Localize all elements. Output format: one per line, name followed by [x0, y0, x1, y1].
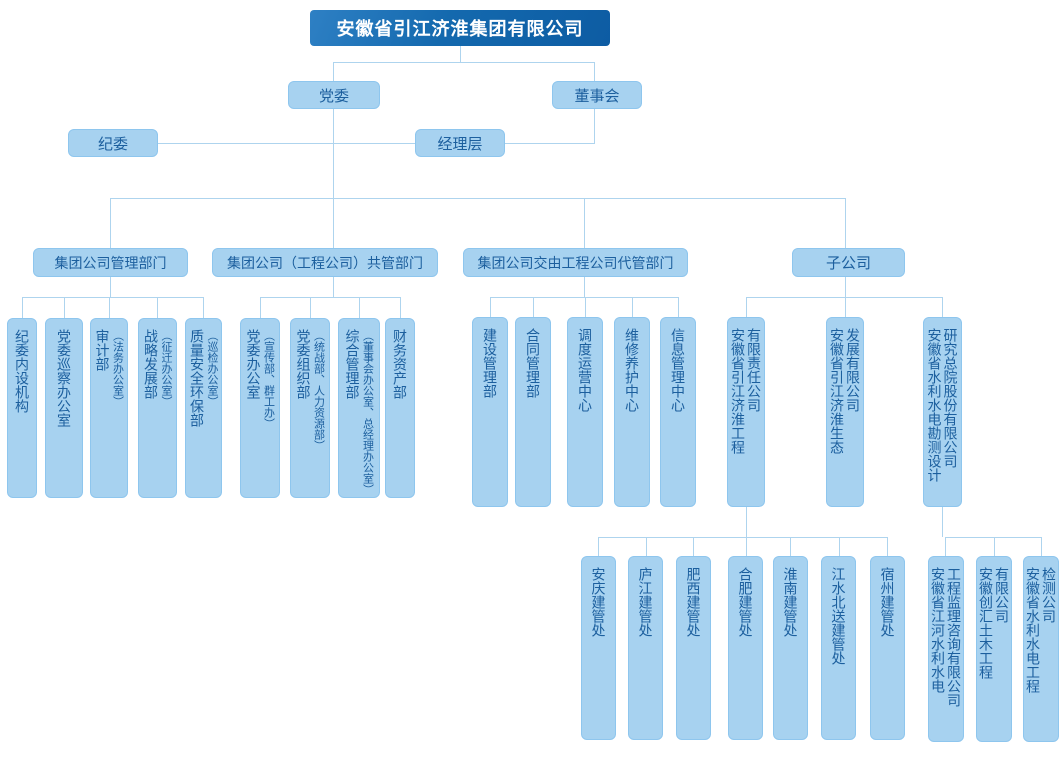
connector-line [22, 297, 204, 298]
org-node-sub-subsidiary: 安徽省江河水利水电 工程监理咨询有限公司 [928, 556, 964, 742]
connector-line [333, 108, 334, 248]
connector-line [942, 297, 943, 317]
connector-line [887, 537, 888, 556]
org-node: 合同管理部 [515, 317, 551, 507]
node-label: 子公司 [825, 255, 871, 272]
connector-line [490, 297, 679, 298]
root-title: 安徽省引江济淮集团有限公司 [336, 19, 584, 39]
connector-line [693, 537, 694, 556]
org-node-office: 江水北送建管处 [821, 556, 856, 740]
org-node-office: 肥西建管处 [676, 556, 711, 740]
connector-line [22, 297, 23, 318]
node-label: 集团公司（工程公司）共管部门 [227, 254, 423, 271]
connector-line [400, 297, 401, 318]
connector-line [746, 507, 747, 537]
connector-line [310, 297, 311, 318]
connector-line [110, 277, 111, 297]
org-node-subsidiary: 安徽省水利水电勘测设计 研究总院股份有限公司 [923, 317, 962, 507]
node-label: 党委 [318, 87, 349, 105]
node-management-layer: 经理层 [415, 129, 505, 157]
connector-line [746, 297, 943, 298]
org-node: 党委组织部 （统战部、人力资源部） [290, 318, 330, 498]
connector-line [845, 277, 846, 297]
connector-line [646, 537, 647, 556]
org-node: 建设管理部 [472, 317, 508, 507]
connector-line [790, 537, 791, 556]
node-party-committee: 党委 [288, 81, 380, 109]
node-label: 董事会 [574, 87, 620, 105]
connector-line [490, 297, 491, 317]
connector-line [460, 45, 461, 62]
connector-line [845, 198, 846, 248]
connector-line [64, 297, 65, 318]
node-group-joint-depts: 集团公司（工程公司）共管部门 [212, 248, 438, 277]
org-node-sub-subsidiary: 安徽创汇土木工程 有限公司 [976, 556, 1012, 742]
org-node: 调度运营中心 [567, 317, 603, 507]
connector-line [594, 108, 595, 143]
connector-line [359, 297, 360, 318]
org-node-office: 淮南建管处 [773, 556, 808, 740]
org-node: 财务资产部 [385, 318, 415, 498]
connector-line [585, 297, 586, 317]
connector-line [157, 297, 158, 318]
connector-line [945, 537, 1042, 538]
connector-line [110, 198, 845, 199]
connector-line [598, 537, 888, 538]
org-node: 战略发展部 （征迁办公室） [138, 318, 177, 498]
connector-line [1041, 537, 1042, 556]
connector-line [598, 537, 599, 556]
connector-line [678, 297, 679, 317]
connector-line [333, 62, 595, 63]
connector-line [746, 297, 747, 317]
connector-line [260, 297, 261, 318]
org-node-subsidiary: 安徽省引江济淮生态 发展有限公司 [826, 317, 864, 507]
org-node: 党委办公室 （宣传部、群工办） [240, 318, 280, 498]
connector-line [945, 537, 946, 556]
connector-line [942, 507, 943, 537]
org-node-office: 庐江建管处 [628, 556, 663, 740]
org-node: 纪委内设机构 [7, 318, 37, 498]
connector-line [110, 198, 111, 248]
org-node: 党委巡察办公室 [45, 318, 83, 498]
connector-line [158, 143, 415, 144]
connector-line [839, 537, 840, 556]
org-node: 质量安全环保部 （巡检办公室） [185, 318, 222, 498]
org-node-office: 安庆建管处 [581, 556, 616, 740]
org-node-subsidiary: 安徽省引江济淮工程 有限责任公司 [727, 317, 765, 507]
org-node-office: 合肥建管处 [728, 556, 763, 740]
connector-line [746, 537, 747, 556]
connector-line [994, 537, 995, 556]
connector-line [584, 198, 585, 248]
connector-line [533, 297, 534, 317]
org-node: 综合管理部 （董事会办公室、总经理办公室） [338, 318, 380, 498]
node-label: 经理层 [437, 135, 483, 153]
node-group-management-depts: 集团公司管理部门 [33, 248, 188, 277]
node-board-of-directors: 董事会 [552, 81, 642, 109]
node-group-subsidiaries: 子公司 [792, 248, 905, 277]
node-label: 集团公司管理部门 [54, 254, 167, 271]
connector-line [594, 62, 595, 81]
node-discipline-committee: 纪委 [68, 129, 158, 157]
org-node-office: 宿州建管处 [870, 556, 905, 740]
org-node-sub-subsidiary: 安徽省水利水电工程 检测公司 [1023, 556, 1059, 742]
connector-line [109, 297, 110, 318]
connector-line [333, 62, 334, 81]
node-group-delegated-depts: 集团公司交由工程公司代管部门 [463, 248, 688, 277]
org-node: 信息管理中心 [660, 317, 696, 507]
connector-line [632, 297, 633, 317]
connector-line [203, 297, 204, 318]
connector-line [845, 297, 846, 317]
node-label: 集团公司交由工程公司代管部门 [477, 254, 674, 271]
org-node: 审计部 （法务办公室） [90, 318, 128, 498]
connector-line [584, 277, 585, 297]
connector-line [260, 297, 401, 298]
node-group-company-root: 安徽省引江济淮集团有限公司 [310, 10, 610, 46]
org-node: 维修养护中心 [614, 317, 650, 507]
connector-line [333, 277, 334, 297]
connector-line [505, 143, 595, 144]
node-label: 纪委 [97, 135, 128, 153]
